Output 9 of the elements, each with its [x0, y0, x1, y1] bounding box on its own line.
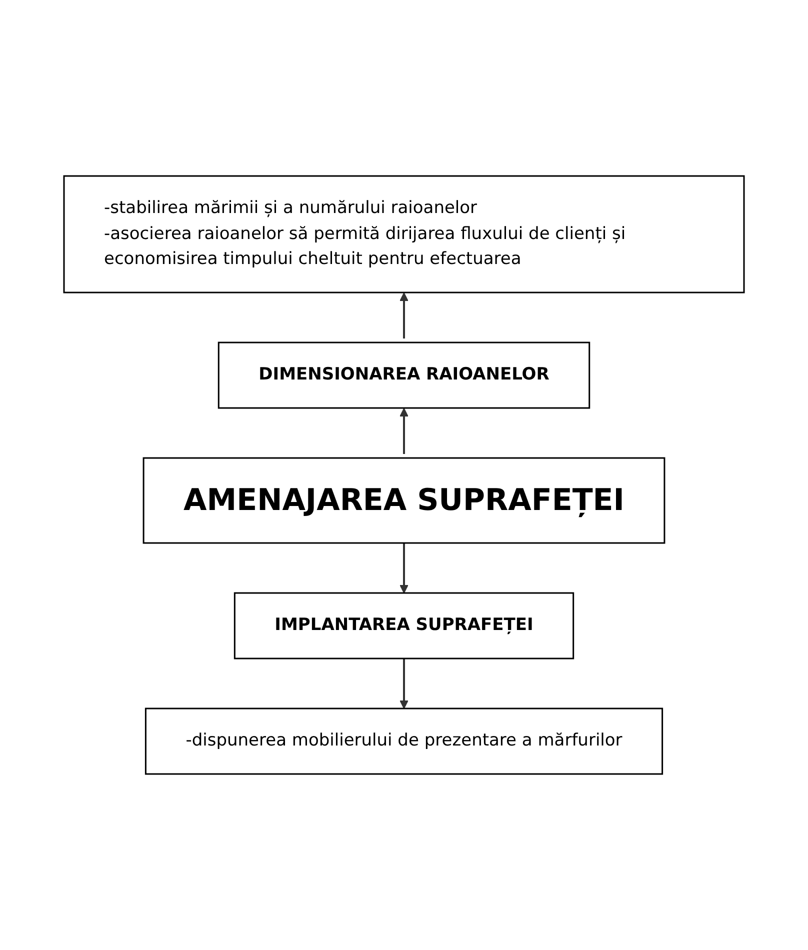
node-box: -dispunerea mobilierului de prezentare a mărfurilor [144, 708, 664, 775]
arrow [400, 292, 408, 338]
node-box: DIMENSIONAREA RAIOANELOR [218, 342, 590, 409]
node-box: -stabilirea mărimii și a numărului raioanelor -asocierea raioanelor să permită dirijarea fluxului de clienți și economisirea timpului cheltuit pentru efectuarea [63, 175, 745, 294]
node-box: IMPLANTAREA SUPRAFEȚEI [234, 592, 574, 660]
node-box: AMENAJAREA SUPRAFEȚEI [142, 457, 666, 544]
arrow [400, 658, 408, 709]
arrow [400, 543, 408, 594]
arrow [400, 408, 408, 454]
